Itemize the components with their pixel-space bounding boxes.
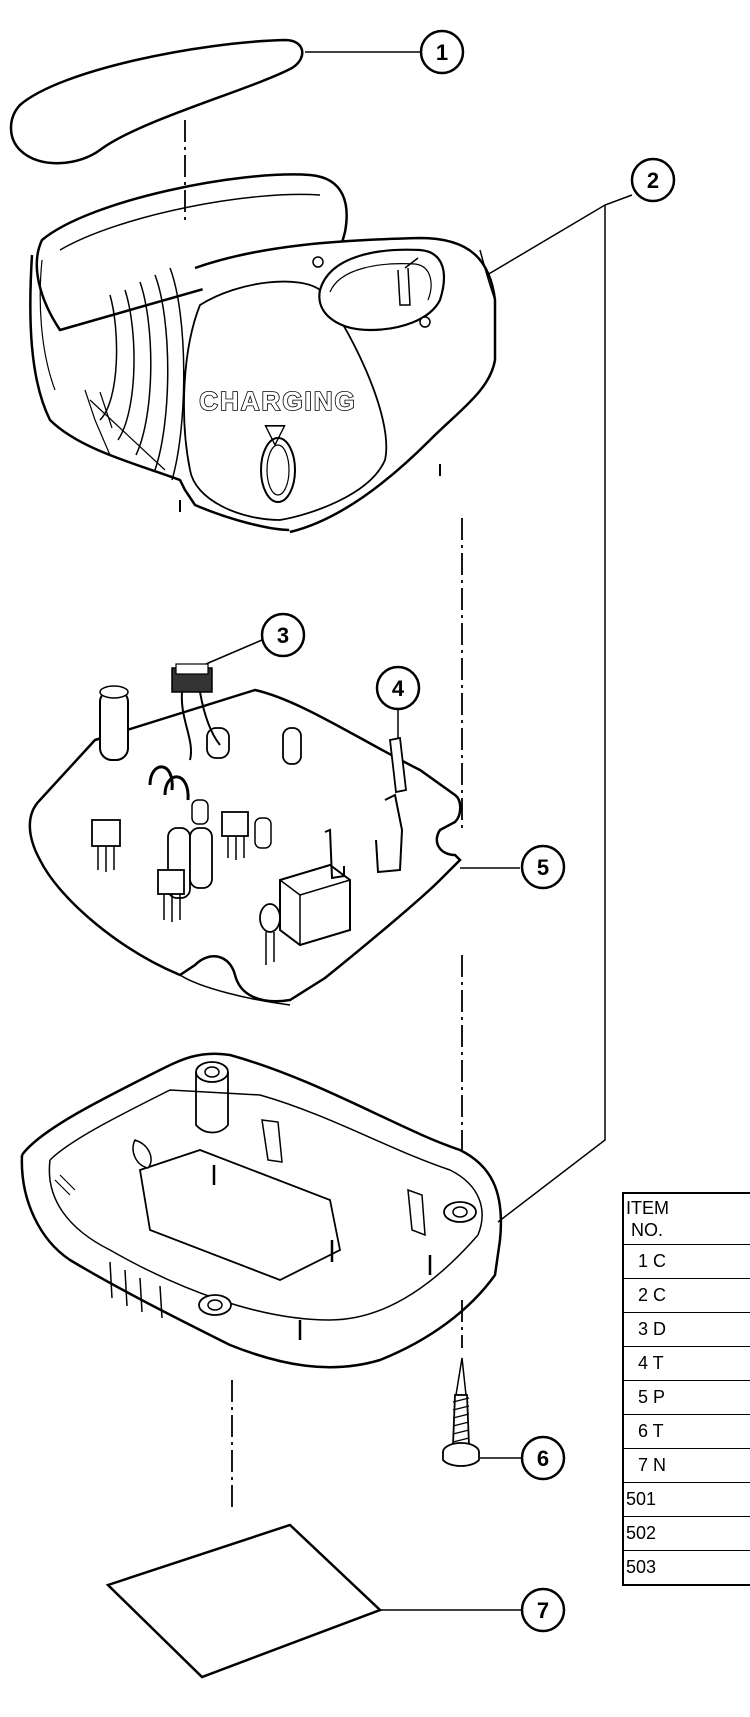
- table-row: 1 C: [622, 1244, 750, 1279]
- table-row: 2 C: [622, 1278, 750, 1313]
- table-row: 4 T: [622, 1346, 750, 1381]
- table-cell: 7 N: [622, 1448, 750, 1483]
- item-no-header: ITEM NO.: [622, 1192, 750, 1245]
- part-bottom-label: [105, 1523, 383, 1679]
- callout-4: 4: [375, 665, 421, 711]
- callout-6: 6: [520, 1435, 566, 1481]
- svg-text:2: 2: [647, 168, 659, 193]
- charging-label: CHARGING: [199, 386, 357, 416]
- table-cell: 6 T: [622, 1414, 750, 1449]
- table-cell: 502: [622, 1516, 750, 1551]
- callout-2: 2: [630, 157, 676, 203]
- table-cell: 3 D: [622, 1312, 750, 1347]
- table-cell: 501: [622, 1482, 750, 1517]
- parts-table: ITEM NO. 1 C 2 C 3 D 4 T 5 P 6 T 7 N 501…: [622, 1192, 750, 1586]
- part-circuit-board: [28, 663, 462, 1006]
- table-row: 6 T: [622, 1414, 750, 1449]
- table-cell: 2 C: [622, 1278, 750, 1313]
- table-row: 501: [622, 1482, 750, 1517]
- svg-text:3: 3: [277, 623, 289, 648]
- leader-lines: [205, 51, 633, 1611]
- table-row: 502: [622, 1516, 750, 1551]
- svg-text:1: 1: [436, 40, 448, 65]
- callout-3: 3: [260, 612, 306, 658]
- part-upper-housing: CHARGING ▽: [29, 173, 497, 534]
- parts-table-header: ITEM NO.: [622, 1192, 750, 1245]
- charging-arrow-icon: ▽: [264, 418, 286, 449]
- part-terminal: [389, 736, 407, 794]
- table-cell: 4 T: [622, 1346, 750, 1381]
- callout-7: 7: [520, 1587, 566, 1633]
- table-row: 5 P: [622, 1380, 750, 1415]
- table-cell: 5 P: [622, 1380, 750, 1415]
- part-screw: [442, 1357, 480, 1467]
- table-row: 3 D: [622, 1312, 750, 1347]
- table-cell: 503: [622, 1550, 750, 1586]
- assembly-lines: [184, 120, 463, 1512]
- svg-text:6: 6: [537, 1446, 549, 1471]
- part-base-housing: [20, 1052, 503, 1369]
- callout-5: 5: [520, 844, 566, 890]
- callout-1: 1: [419, 29, 465, 75]
- part-top-pad: [9, 38, 304, 165]
- svg-text:4: 4: [392, 676, 405, 701]
- table-cell: 1 C: [622, 1244, 750, 1279]
- svg-text:7: 7: [537, 1598, 549, 1623]
- svg-text:5: 5: [537, 855, 549, 880]
- table-row: 7 N: [622, 1448, 750, 1483]
- table-row: 503: [622, 1550, 750, 1586]
